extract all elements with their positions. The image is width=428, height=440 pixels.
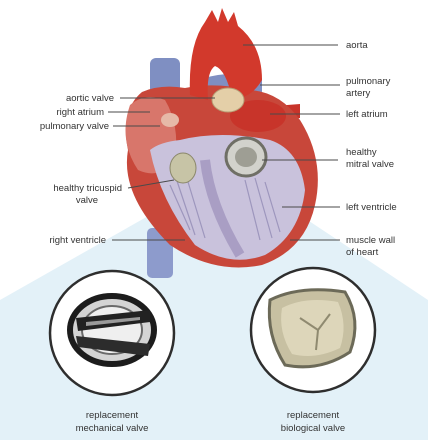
label-pulmonary-artery-1: pulmonary (346, 76, 391, 87)
label-mechanical-2: mechanical valve (76, 423, 149, 434)
label-right-ventricle: right ventricle (50, 235, 107, 246)
label-mitral-1: healthy (346, 147, 377, 158)
label-aortic-valve: aortic valve (66, 93, 114, 104)
label-tricuspid-2: valve (76, 195, 98, 206)
label-muscle-wall-1: muscle wall (346, 235, 395, 246)
pulmonary-valve-shape (161, 113, 179, 127)
label-pulmonary-artery-2: artery (346, 88, 371, 99)
label-muscle-wall-2: of heart (346, 247, 379, 258)
tricuspid-valve (170, 153, 196, 183)
mitral-valve-inner (235, 147, 257, 167)
biological-valve-icon (269, 290, 355, 367)
label-biological-1: replacement (287, 410, 340, 421)
label-left-atrium: left atrium (346, 109, 388, 120)
label-pulmonary-valve: pulmonary valve (40, 121, 109, 132)
label-mechanical-1: replacement (86, 410, 139, 421)
label-aorta: aorta (346, 40, 368, 51)
label-left-ventricle: left ventricle (346, 202, 397, 213)
aortic-valve (212, 88, 244, 112)
label-right-atrium: right atrium (56, 107, 104, 118)
label-biological-2: biological valve (281, 423, 345, 434)
label-mitral-2: mitral valve (346, 159, 394, 170)
label-tricuspid-1: healthy tricuspid (53, 183, 122, 194)
mechanical-valve-icon (70, 296, 154, 364)
